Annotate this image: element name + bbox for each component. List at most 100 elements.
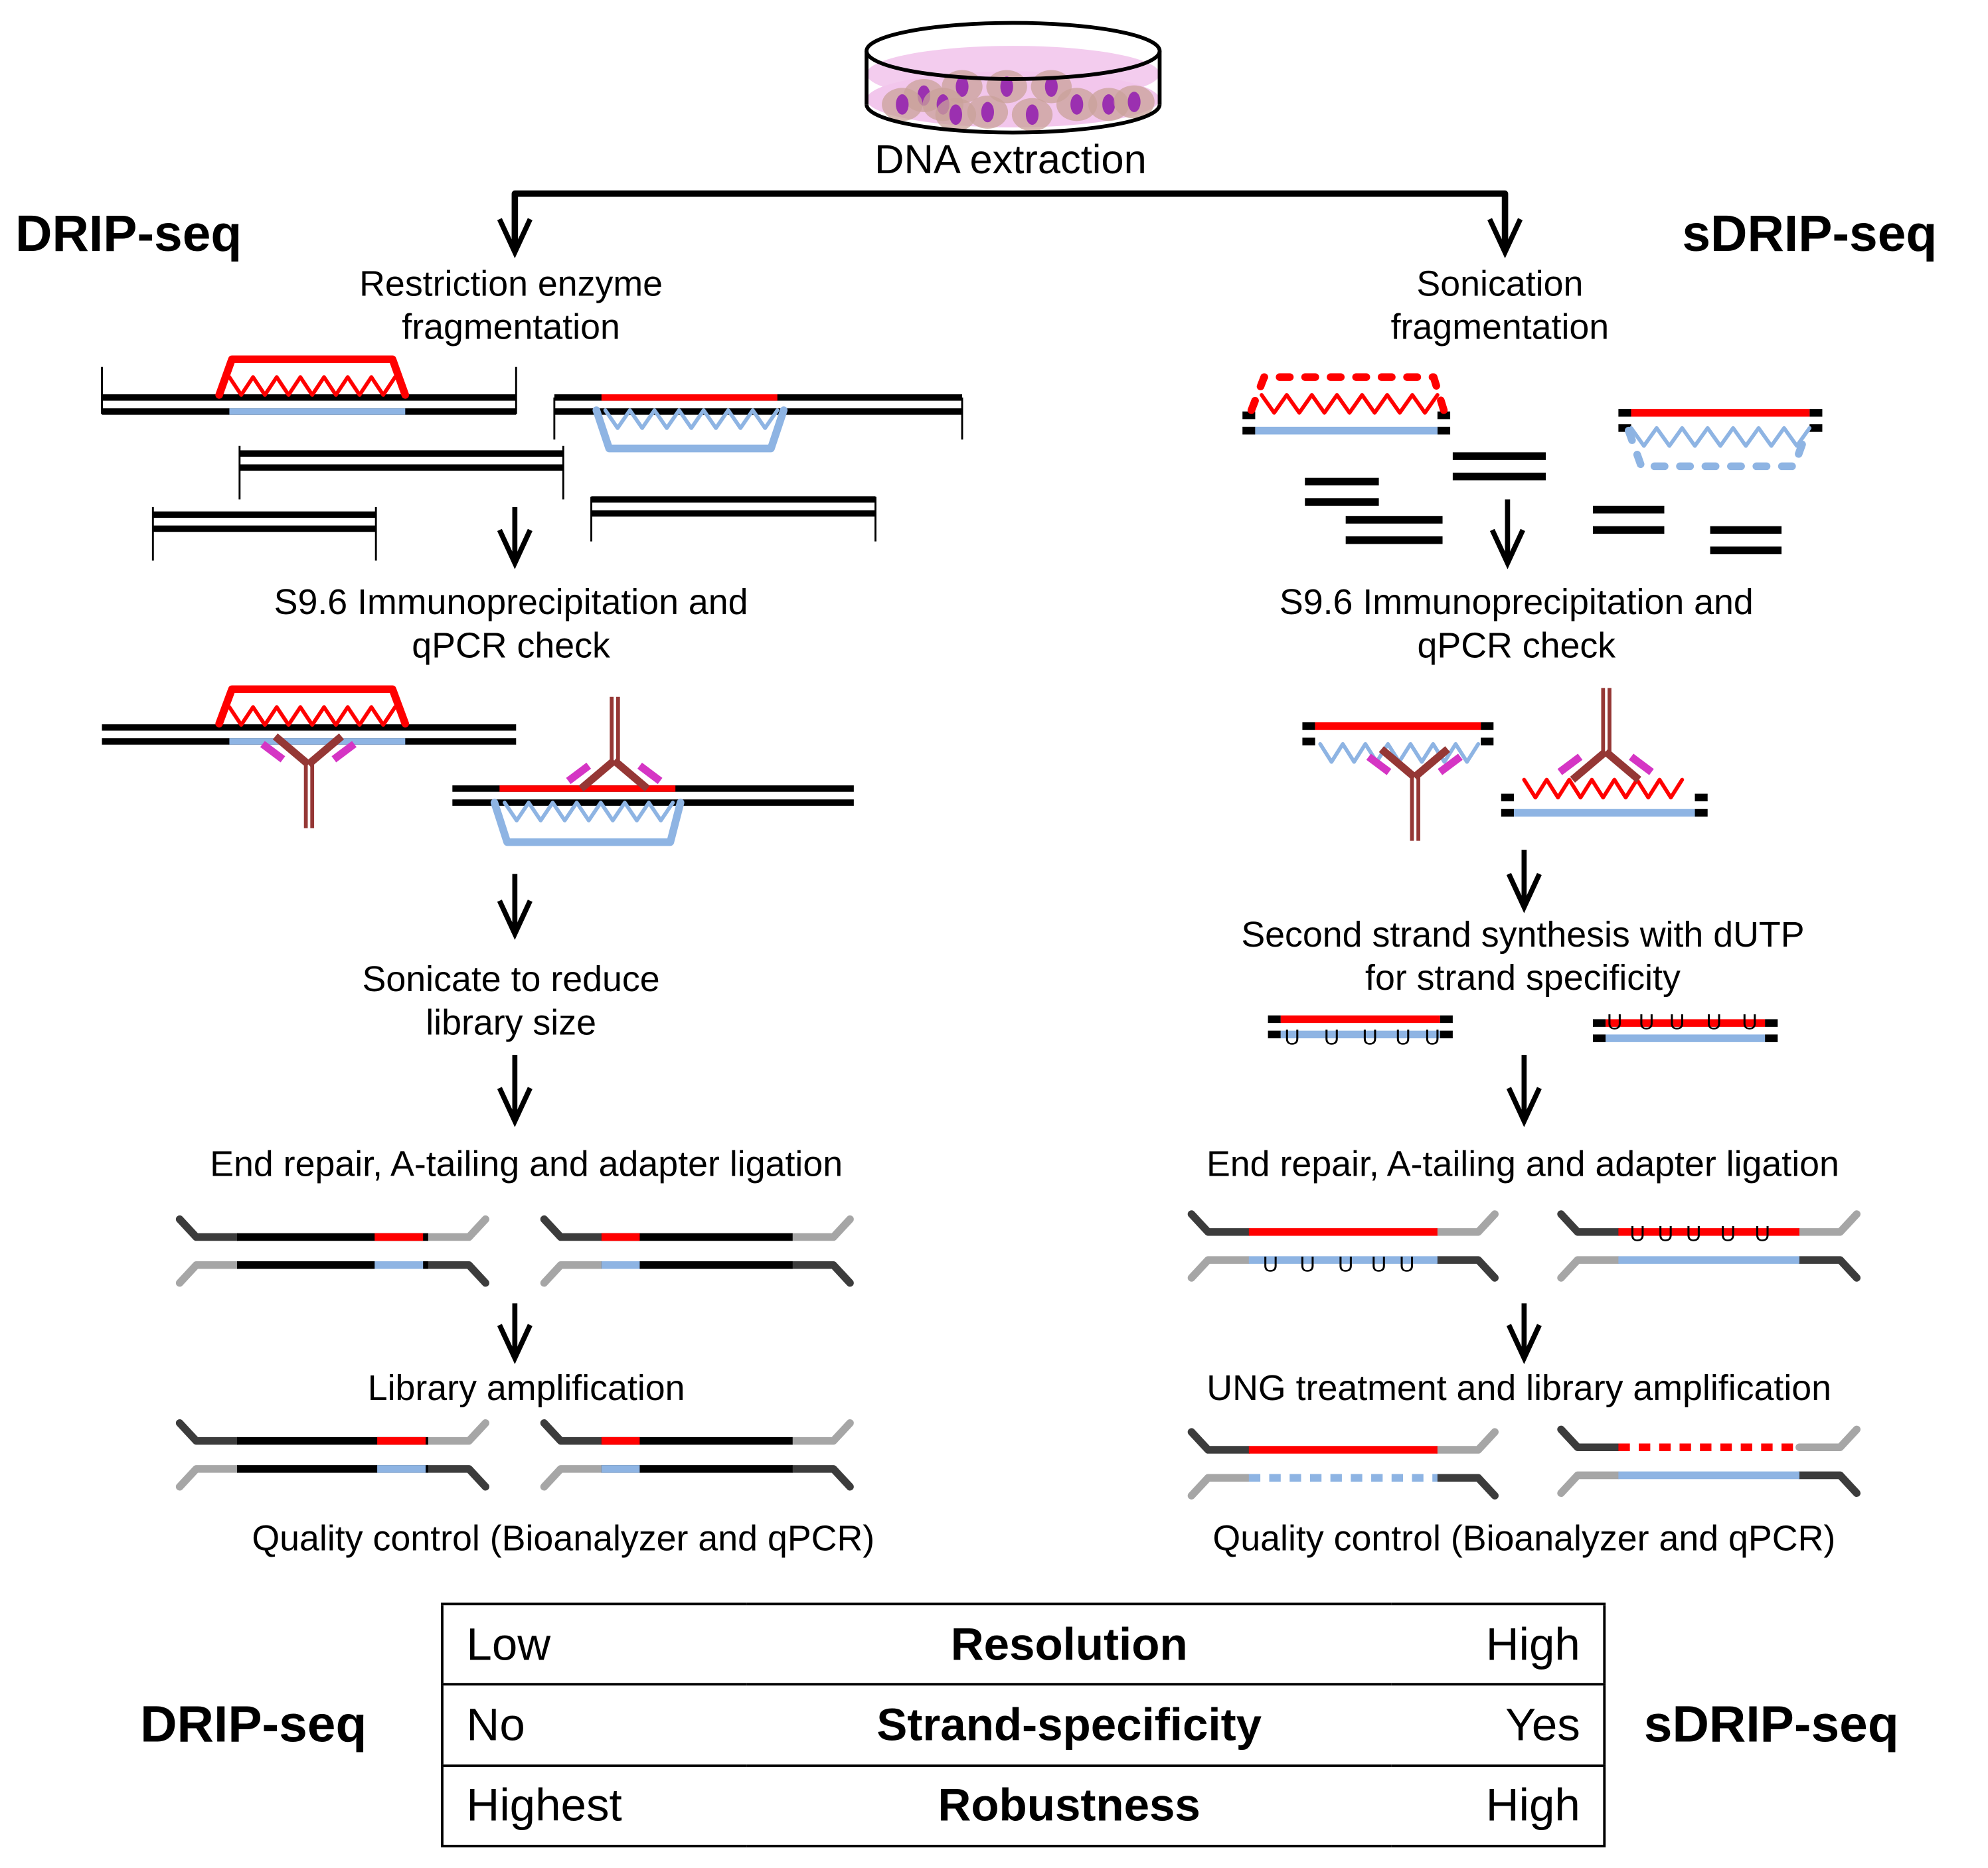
sdrip-step-2-line-1: S9.6 Immunoprecipitation and [1279,582,1754,622]
adapter-top-right [1795,1210,1861,1236]
light-chain [260,741,286,763]
adapter-top-right [424,1419,489,1445]
arrow-head [1506,872,1542,913]
sdrip-step-4-label: End repair, A-tailing and adapter ligati… [1206,1144,1839,1184]
antibody-arm [612,757,650,792]
uracil-marker: U [1686,1221,1702,1245]
fragmented-dna [1624,426,1811,471]
drip-ip [102,685,854,846]
uracil-marker: U [1658,1221,1674,1245]
comparison-table: Low Resolution High No Strand-specificit… [441,1602,1606,1847]
antibody-icon [1557,688,1654,783]
sdrip-step-3-line-2: for strand specificity [1365,957,1681,997]
arrow-head [497,218,533,259]
dna-zigzag [1629,426,1812,448]
r-loop-rna [215,355,410,399]
arrow-head [1506,1087,1542,1128]
rna-zigzag [227,375,397,397]
uracil-marker: U [1324,1025,1340,1050]
adapter-bottom-right [1434,1256,1499,1282]
sdrip-seq-title: sDRIP-seq [1682,206,1938,263]
adapter-bottom-right [1795,1471,1861,1498]
feature-name: Strand-specificity [746,1683,1392,1767]
dish-rim-bottom [865,104,1162,135]
drip-step-4-label: End repair, A-tailing and adapter ligati… [210,1144,843,1184]
drip-arrow-2 [497,874,533,940]
sdrip-value: High [1392,1764,1605,1847]
r-loop-rna [215,685,410,728]
drip-value: No [442,1683,746,1767]
cell-nucleus [1070,94,1084,115]
adapter-bottom-left [175,1465,241,1491]
dna-zigzag [503,801,675,822]
uracil-marker: U [1754,1221,1770,1245]
adapter-bottom-right [424,1465,489,1491]
arrow-to-sdrip [1487,193,1523,259]
sdrip-step-3-line-1: Second strand synthesis with dUTP [1241,914,1805,955]
arrow-head [1506,1324,1542,1365]
uracil-marker: U [1669,1010,1685,1034]
uracil-marker: U [1424,1025,1440,1050]
adapter-bottom-left [175,1261,241,1287]
adapter-bottom-right [424,1261,489,1287]
arrow-head [497,1087,533,1128]
uracil-marker: U [1284,1025,1300,1050]
drip-ligated [175,1215,854,1287]
antibody-arm [1378,746,1418,781]
adapter-top-right [788,1419,854,1445]
adapter-bottom-right [788,1465,854,1491]
adapter-top-left [1557,1210,1623,1236]
adapter-top-left [1187,1210,1253,1236]
sdrip-step-2-label: S9.6 Immunoprecipitation and qPCR check [1280,581,1754,666]
drip-value: Highest [442,1764,746,1847]
drip-step-5-label: Library amplification [367,1368,685,1408]
uracil-marker: U [1399,1251,1415,1276]
cell-nucleus [896,94,909,115]
drip-step-2-line-2: qPCR check [412,625,610,665]
arrow-to-drip [497,193,533,259]
sdrip-ip [1302,688,1708,841]
uracil-marker: U [1742,1010,1758,1034]
uracil-marker: U [1371,1251,1387,1276]
adapter-top-left [175,1215,241,1241]
rna-zigzag [1522,777,1685,800]
uracil-marker: U [1629,1221,1645,1245]
adapter-top-left [1187,1428,1253,1454]
comparison-left-label: DRIP-seq [140,1697,367,1753]
sdrip-step-1-line-1: Sonication [1416,264,1584,303]
sdrip-arrow-2 [1506,850,1542,913]
sdrip-value: High [1392,1602,1605,1686]
adapter-top-right [1434,1210,1499,1236]
cell-nucleus [1025,104,1039,125]
drip-fragments [101,355,963,561]
branch-line [511,190,1509,252]
adapter-bottom-left [1557,1471,1623,1498]
arrow-head [497,1324,533,1365]
sdrip-step-1-label: Sonication fragmentation [1391,262,1610,348]
drip-value: Low [442,1602,746,1686]
uracil-marker: U [1607,1010,1623,1034]
light-chain [1366,753,1392,775]
adapter-top-right [424,1215,489,1241]
adapter-bottom-right [1795,1256,1861,1282]
antibody-icon [260,733,357,828]
uracil-marker: U [1395,1025,1411,1050]
adapter-bottom-left [1557,1256,1623,1282]
uracil-marker: U [1720,1221,1736,1245]
sdrip-value: Yes [1392,1683,1605,1767]
rna-zigzag [1260,393,1440,415]
adapter-bottom-left [1187,1256,1253,1282]
drip-arrow-3 [497,1055,533,1128]
adapter-bottom-left [540,1465,606,1491]
adapter-bottom-left [1187,1474,1253,1500]
light-chain [1629,753,1654,775]
drip-step-6-label: Quality control (Bioanalyzer and qPCR) [252,1518,875,1559]
adapter-top-left [175,1419,241,1445]
drip-step-2-line-1: S9.6 Immunoprecipitation and [274,582,748,622]
cell-nucleus [1044,76,1058,97]
adapter-top-right [1434,1428,1499,1454]
feature-name: Resolution [746,1602,1392,1686]
cell-nucleus [955,76,969,97]
